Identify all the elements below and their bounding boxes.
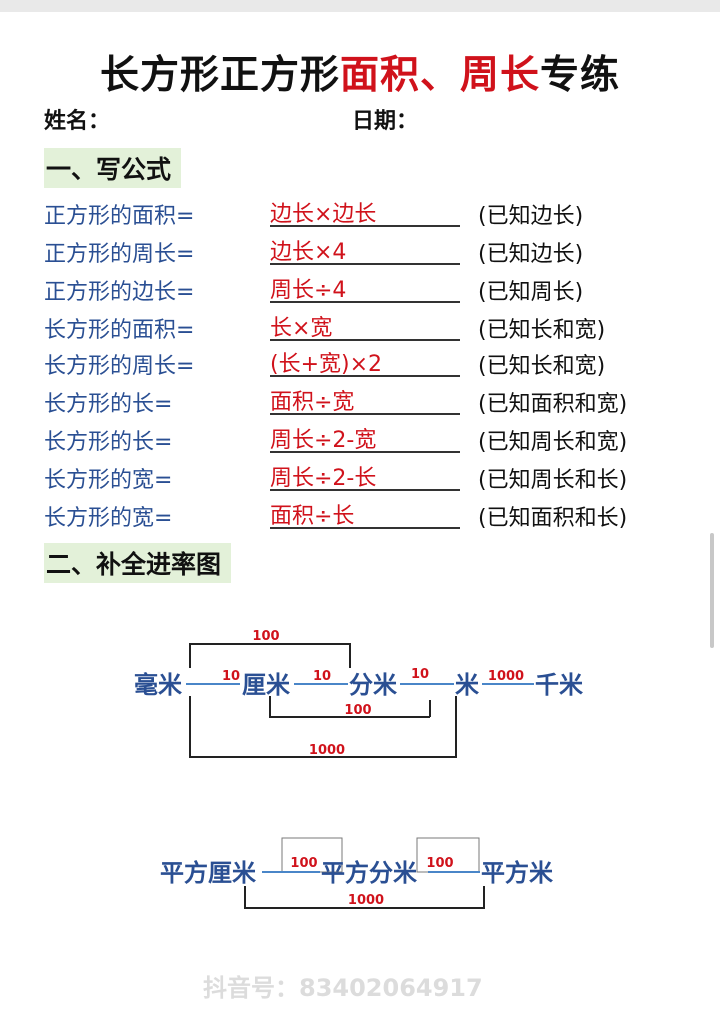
formula-row: 长方形的周长= (长+宽)×2 (已知长和宽) bbox=[44, 346, 684, 380]
formula-label: 长方形的周长= bbox=[44, 354, 195, 379]
area-unit-cm2: 平方厘米 bbox=[160, 859, 256, 887]
formula-known: (已知长和宽) bbox=[478, 318, 606, 343]
area-bracket-bottom bbox=[244, 886, 485, 909]
formula-known: (已知长和宽) bbox=[478, 354, 606, 379]
length-bracket-mid bbox=[269, 696, 431, 718]
area-unit-m2: 平方米 bbox=[481, 859, 553, 887]
formula-known: (已知周长和长) bbox=[478, 468, 628, 493]
title-part1: 长方形正方形 bbox=[99, 53, 340, 98]
length-bracket-bottom bbox=[189, 696, 457, 758]
section-2-title: 二、补全进率图 bbox=[44, 543, 232, 583]
formula-known: (已知边长) bbox=[478, 204, 584, 229]
formula-known: (已知周长) bbox=[478, 280, 584, 305]
date-label: 日期： bbox=[352, 109, 419, 134]
formula-answer: 面积÷宽 bbox=[270, 384, 460, 415]
top-bar bbox=[0, 0, 720, 12]
formula-row: 长方形的宽= 周长÷2-长 (已知周长和长) bbox=[44, 460, 684, 494]
formula-answer: 边长×边长 bbox=[270, 196, 460, 227]
length-rate-value: 10 bbox=[222, 669, 240, 684]
formula-label: 正方形的面积= bbox=[44, 204, 195, 229]
formula-label: 长方形的长= bbox=[44, 392, 173, 417]
length-rate-value: 10 bbox=[411, 667, 429, 682]
area-bracket-bottom-value: 1000 bbox=[348, 893, 384, 908]
area-rate-value: 100 bbox=[290, 856, 317, 871]
formula-answer: 周长÷2-宽 bbox=[270, 422, 460, 453]
formula-row: 正方形的周长= 边长×4 (已知边长) bbox=[44, 234, 684, 268]
formula-row: 正方形的边长= 周长÷4 (已知周长) bbox=[44, 272, 684, 306]
formula-known: (已知周长和宽) bbox=[478, 430, 628, 455]
watermark: 抖音号：83402064917 bbox=[203, 974, 483, 1002]
length-bracket-bottom-value: 1000 bbox=[309, 743, 345, 758]
formula-answer: 长×宽 bbox=[270, 310, 460, 341]
formula-row: 长方形的长= 面积÷宽 (已知面积和宽) bbox=[44, 384, 684, 418]
formula-row: 长方形的宽= 面积÷长 (已知面积和长) bbox=[44, 498, 684, 532]
formula-row: 长方形的面积= 长×宽 (已知长和宽) bbox=[44, 310, 684, 344]
formula-row: 长方形的长= 周长÷2-宽 (已知周长和宽) bbox=[44, 422, 684, 456]
length-rate-value: 10 bbox=[313, 669, 331, 684]
length-unit-mm: 毫米 bbox=[134, 671, 182, 699]
title-part3: 专练 bbox=[540, 53, 621, 98]
formula-answer: 面积÷长 bbox=[270, 498, 460, 529]
area-rate-value: 100 bbox=[426, 856, 453, 871]
length-bracket-top-value: 100 bbox=[252, 629, 279, 644]
formula-label: 长方形的宽= bbox=[44, 506, 173, 531]
formula-label: 正方形的周长= bbox=[44, 242, 195, 267]
title-part2: 面积、周长 bbox=[339, 53, 540, 98]
length-unit-cm: 厘米 bbox=[242, 671, 290, 699]
area-unit-dm2: 平方分米 bbox=[321, 859, 417, 887]
formula-label: 正方形的边长= bbox=[44, 280, 195, 305]
length-bracket-mid-value: 100 bbox=[344, 703, 371, 718]
formula-answer: 周长÷2-长 bbox=[270, 460, 460, 491]
length-rate-value: 1000 bbox=[488, 669, 524, 684]
length-unit-m: 米 bbox=[455, 671, 479, 699]
formula-known: (已知边长) bbox=[478, 242, 584, 267]
formula-answer: (长+宽)×2 bbox=[270, 346, 460, 377]
formula-label: 长方形的面积= bbox=[44, 318, 195, 343]
formula-label: 长方形的宽= bbox=[44, 468, 173, 493]
length-bracket-top bbox=[189, 643, 351, 668]
section-1-title: 一、写公式 bbox=[44, 148, 182, 188]
length-unit-dm: 分米 bbox=[349, 671, 397, 699]
page-title: 长方形正方形面积、周长专练 bbox=[0, 44, 720, 100]
length-unit-km: 千米 bbox=[535, 671, 583, 699]
scrollbar[interactable] bbox=[710, 533, 714, 648]
formula-row: 正方形的面积= 边长×边长 (已知边长) bbox=[44, 196, 684, 230]
formula-answer: 边长×4 bbox=[270, 234, 460, 265]
formula-known: (已知面积和宽) bbox=[478, 392, 628, 417]
formula-known: (已知面积和长) bbox=[478, 506, 628, 531]
formula-label: 长方形的长= bbox=[44, 430, 173, 455]
formula-answer: 周长÷4 bbox=[270, 272, 460, 303]
name-label: 姓名： bbox=[44, 109, 111, 134]
